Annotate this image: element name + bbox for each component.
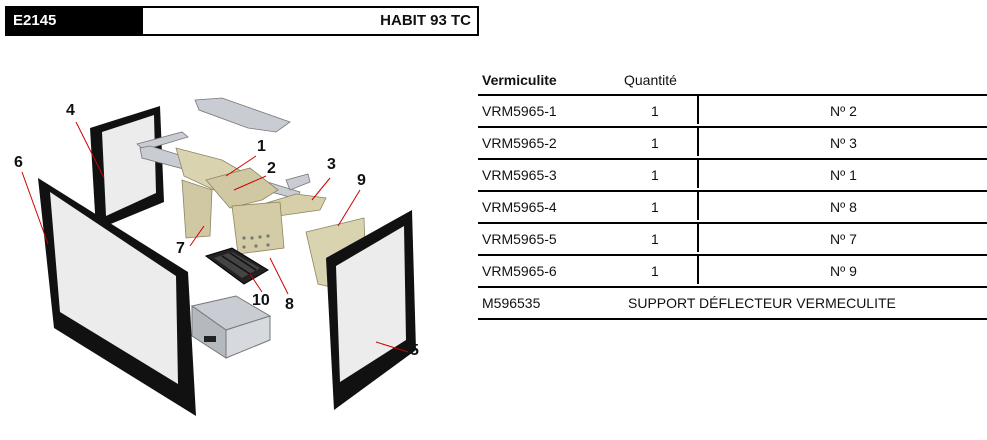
row-ref: VRM5965-6 bbox=[482, 263, 557, 279]
column-header-quantity: Quantité bbox=[624, 72, 677, 88]
table-row-support: M596535 SUPPORT DÉFLECTEUR VERMECULITE bbox=[478, 288, 987, 320]
exploded-diagram: 1 2 3 4 5 6 7 8 9 10 bbox=[0, 40, 470, 440]
row-desc: Nº 9 bbox=[830, 263, 857, 279]
callout-7: 7 bbox=[176, 240, 185, 257]
table-row: VRM5965-4 1 Nº 8 bbox=[478, 192, 987, 224]
table-row: VRM5965-2 1 Nº 3 bbox=[478, 128, 987, 160]
part-10-grate bbox=[204, 247, 269, 285]
diagram-drawing bbox=[21, 97, 416, 416]
column-divider bbox=[697, 256, 699, 284]
column-divider bbox=[697, 96, 699, 124]
part-code: E2145 bbox=[7, 8, 143, 34]
row-desc: Nº 3 bbox=[830, 135, 857, 151]
column-header-vermiculite: Vermiculite bbox=[482, 72, 557, 88]
row-desc: Nº 7 bbox=[830, 231, 857, 247]
row-ref: VRM5965-5 bbox=[482, 231, 557, 247]
row-desc: Nº 1 bbox=[830, 167, 857, 183]
table-row: VRM5965-5 1 Nº 7 bbox=[478, 224, 987, 256]
table-row: VRM5965-1 1 Nº 2 bbox=[478, 96, 987, 128]
table-row: VRM5965-3 1 Nº 1 bbox=[478, 160, 987, 192]
row-qty: 1 bbox=[651, 167, 659, 183]
callout-4: 4 bbox=[66, 102, 75, 119]
callout-3: 3 bbox=[327, 156, 336, 173]
part-4-glass-door bbox=[90, 106, 164, 230]
column-divider bbox=[697, 160, 699, 188]
callout-9: 9 bbox=[357, 172, 366, 189]
row-ref: VRM5965-4 bbox=[482, 199, 557, 215]
document-header: E2145 HABIT 93 TC bbox=[5, 6, 479, 36]
part-1-2-deflector bbox=[175, 147, 279, 209]
row-ref: M596535 bbox=[482, 295, 541, 311]
ash-pan bbox=[190, 295, 272, 359]
row-desc: SUPPORT DÉFLECTEUR VERMECULITE bbox=[628, 295, 896, 311]
callout-1: 1 bbox=[257, 138, 266, 155]
table-row: VRM5965-6 1 Nº 9 bbox=[478, 256, 987, 288]
table-header: Vermiculite Quantité bbox=[478, 72, 987, 96]
part-6-front-door bbox=[38, 178, 196, 416]
row-ref: VRM5965-1 bbox=[482, 103, 557, 119]
callout-8: 8 bbox=[285, 296, 294, 313]
callout-2: 2 bbox=[267, 160, 276, 177]
row-desc: Nº 2 bbox=[830, 103, 857, 119]
model-name: HABIT 93 TC bbox=[380, 12, 471, 29]
column-divider bbox=[697, 128, 699, 156]
callout-leaders bbox=[21, 121, 409, 353]
callout-5: 5 bbox=[410, 342, 419, 359]
part-8-back-brick bbox=[231, 201, 285, 255]
parts-table: Vermiculite Quantité VRM5965-1 1 Nº 2 VR… bbox=[478, 72, 987, 320]
part-5-right-door bbox=[326, 210, 416, 410]
row-qty: 1 bbox=[651, 103, 659, 119]
callout-10: 10 bbox=[252, 292, 270, 309]
row-qty: 1 bbox=[651, 231, 659, 247]
column-divider bbox=[697, 192, 699, 220]
row-ref: VRM5965-3 bbox=[482, 167, 557, 183]
row-qty: 1 bbox=[651, 135, 659, 151]
row-ref: VRM5965-2 bbox=[482, 135, 557, 151]
part-7-side-brick bbox=[181, 179, 213, 239]
row-qty: 1 bbox=[651, 199, 659, 215]
row-qty: 1 bbox=[651, 263, 659, 279]
row-desc: Nº 8 bbox=[830, 199, 857, 215]
callout-6: 6 bbox=[14, 154, 23, 171]
column-divider bbox=[697, 224, 699, 252]
